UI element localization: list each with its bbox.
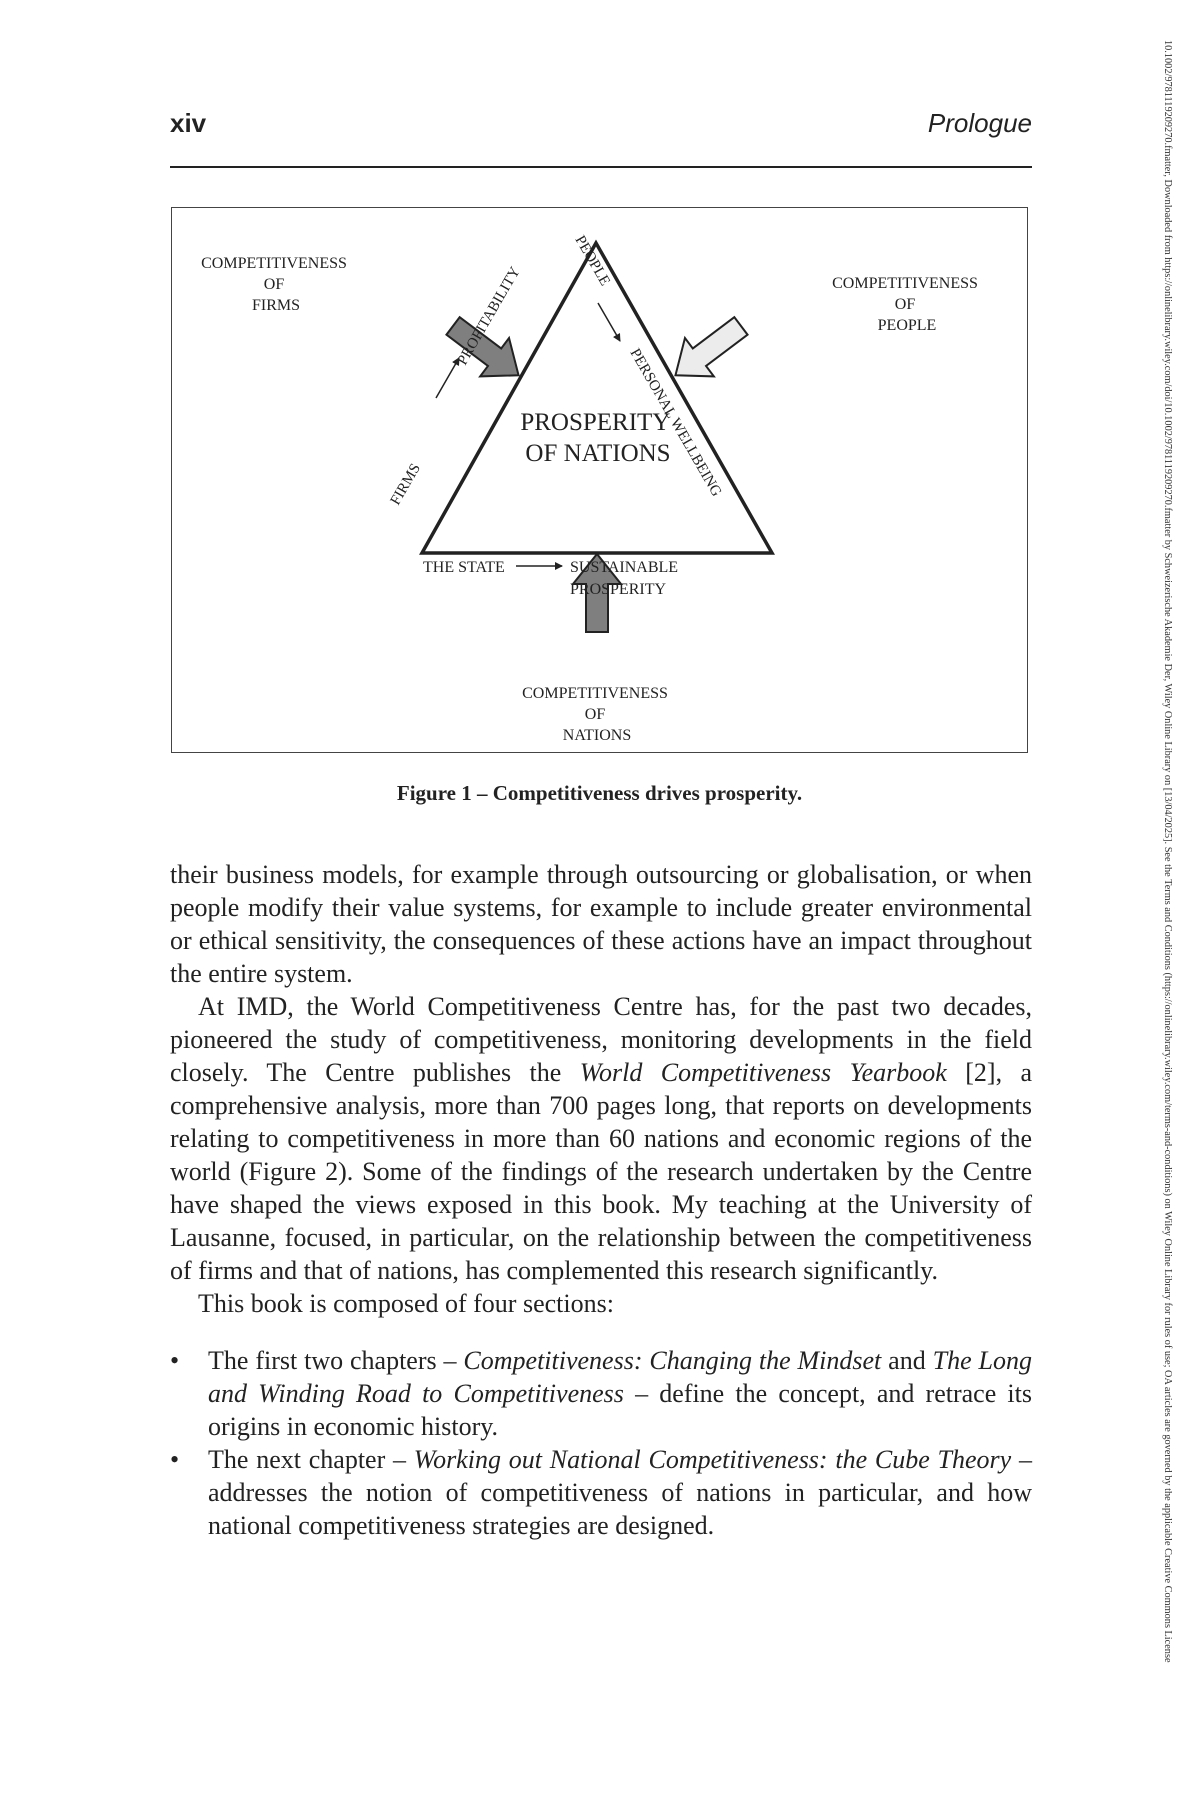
running-title: Prologue [927, 108, 1032, 138]
edge-label-firms: FIRMS [388, 461, 424, 508]
arrow-people [674, 315, 749, 378]
edge-label-sustainable-prosperity: SUSTAINABLE PROSPERITY [570, 559, 682, 598]
arrow-firms-to-profitability [435, 357, 460, 399]
sections-list: •The first two chapters – Competitivenes… [170, 1344, 1032, 1542]
paragraph: This book is composed of four sections: [198, 1289, 614, 1318]
center-label-prosperity-of-nations: PROSPERITY OF NATIONS [520, 409, 675, 467]
bullet-mark: • [170, 1445, 180, 1474]
header-rule [170, 166, 1032, 168]
label-competitiveness-of-people: COMPETITIVENESS OF PEOPLE [832, 275, 982, 334]
download-notice: 10.1002/9781119209270.fmatter, Downloade… [1162, 40, 1173, 1760]
label-competitiveness-of-nations: COMPETITIVENESS OF NATIONS [522, 685, 672, 744]
page-number: xiv [170, 108, 207, 138]
arrow-nations [570, 552, 624, 633]
figure-1: COMPETITIVENESS OF FIRMS COMPETITIVENESS… [171, 207, 1028, 753]
prosperity-triangle [419, 239, 776, 555]
arrow-firms [445, 315, 520, 378]
download-notice-text: 10.1002/9781119209270.fmatter, Downloade… [1162, 40, 1173, 1663]
page-header: xiv Prologue [170, 108, 1032, 148]
list-item: •The next chapter – Working out National… [170, 1445, 1033, 1540]
figure-caption: Figure 1 – Competitiveness drives prospe… [396, 781, 803, 805]
body-text: their business models, for example throu… [170, 858, 1032, 1542]
prosperity-triangle-diagram: COMPETITIVENESS OF FIRMS COMPETITIVENESS… [201, 233, 982, 744]
list-item: •The first two chapters – Competitivenes… [170, 1346, 1032, 1441]
label-competitiveness-of-firms: COMPETITIVENESS OF FIRMS [201, 255, 351, 314]
paragraph: At IMD, the World Competitiveness Centre… [170, 992, 1033, 1285]
bullet-mark: • [170, 1346, 180, 1375]
arrow-people-to-wellbeing [597, 302, 621, 342]
paragraph: their business models, for example throu… [170, 860, 1032, 988]
title-world-competitiveness-yearbook: World Competitiveness Yearbook [579, 1058, 947, 1087]
edge-label-the-state: THE STATE [423, 559, 505, 576]
